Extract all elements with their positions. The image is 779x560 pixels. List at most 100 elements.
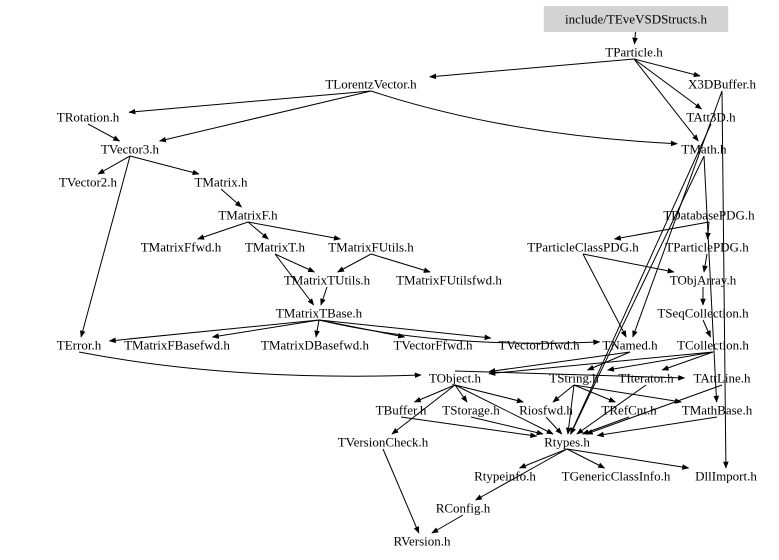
node-label: TGenericClassInfo.h [562, 469, 671, 484]
edge-tvector3-to-tvector2 [97, 155, 131, 175]
node-tobjarray[interactable]: TObjArray.h [670, 273, 737, 288]
node-label: TParticle.h [605, 45, 663, 60]
node-label: TStorage.h [442, 403, 500, 418]
node-tdbpdg[interactable]: TDatabasePDG.h [663, 208, 755, 223]
node-tmathbase[interactable]: TMathBase.h [682, 403, 753, 418]
node-label: TBuffer.h [376, 403, 427, 418]
edge-tmathbase-to-rtypes [596, 416, 718, 438]
node-tmtbase[interactable]: TMatrixTBase.h [276, 306, 363, 321]
node-label: TVector2.h [59, 175, 118, 190]
node-label: TLorentzVector.h [325, 77, 417, 92]
node-tseqcoll[interactable]: TSeqCollection.h [657, 306, 749, 321]
edge-tobject-to-tbuffer [413, 384, 456, 403]
edge-tnamed-to-tobject [488, 351, 631, 374]
node-rtypeinfo[interactable]: Rtypeinfo.h [474, 469, 536, 484]
node-tbuffer[interactable]: TBuffer.h [376, 403, 427, 418]
node-tvdfwd[interactable]: TVectorDfwd.h [498, 338, 580, 353]
node-tmatrixt[interactable]: TMatrixT.h [245, 240, 306, 255]
node-tmfutilsfwd[interactable]: TMatrixFUtilsfwd.h [396, 273, 502, 288]
node-x3d[interactable]: X3DBuffer.h [688, 77, 757, 92]
edge-tmath-to-rtypes [570, 155, 705, 435]
node-trotation[interactable]: TRotation.h [57, 110, 120, 125]
edge-tmfutils-to-tmfutilsfwd [370, 253, 431, 273]
edge-tmtutils-to-tmtbase [320, 286, 328, 306]
node-tatt3d[interactable]: TAtt3D.h [686, 110, 736, 125]
node-tvffwd[interactable]: TVectorFfwd.h [393, 338, 473, 353]
node-label: RVersion.h [393, 534, 451, 549]
node-tattline[interactable]: TAttLine.h [693, 371, 751, 386]
node-label: TCollection.h [677, 338, 749, 353]
node-tobject[interactable]: TObject.h [429, 371, 482, 386]
node-label: include/TEveVSDStructs.h [565, 12, 707, 27]
node-rtypes[interactable]: Rtypes.h [544, 435, 590, 450]
edge-tpclasspdg-to-tobjarray [582, 253, 675, 274]
edge-trotation-to-tvector3 [87, 123, 121, 142]
node-tvector2[interactable]: TVector2.h [59, 175, 118, 190]
node-label: TMatrix.h [194, 175, 248, 190]
node-tstring[interactable]: TString.h [549, 371, 599, 386]
edge-tobject-to-riosfwd [454, 384, 524, 404]
edge-terror-to-tobject [78, 351, 422, 379]
node-label: TParticleClassPDG.h [527, 240, 639, 255]
edge-tdbpdg-to-tpclasspdg [613, 221, 710, 241]
node-rconfig[interactable]: RConfig.h [436, 501, 491, 516]
node-tmath[interactable]: TMath.h [681, 142, 727, 157]
edge-tbuffer-to-rtypes [400, 416, 538, 439]
node-label: Riosfwd.h [519, 403, 573, 418]
node-titerator[interactable]: TIterator.h [618, 371, 674, 386]
edge-tmtbase-to-terror [108, 319, 320, 344]
edge-tparticle-to-tlorentz [429, 58, 635, 80]
node-tmatrix[interactable]: TMatrix.h [194, 175, 248, 190]
node-rversion[interactable]: RVersion.h [393, 534, 451, 549]
node-tcollection[interactable]: TCollection.h [677, 338, 749, 353]
edge-tmtbase-to-tmfbasefwd [211, 319, 320, 339]
edge-tmatrixf-to-tmatrixt [247, 221, 269, 240]
edge-rtypes-to-rconfig [474, 448, 568, 501]
node-tparticle[interactable]: TParticle.h [605, 45, 663, 60]
edge-tmtbase-to-tvdfwd [318, 319, 492, 341]
edge-tlorentz-to-trotation [128, 90, 372, 115]
node-label: TMatrixFBasefwd.h [124, 338, 230, 353]
node-label: TVectorDfwd.h [498, 338, 580, 353]
node-label: TError.h [57, 338, 102, 353]
node-label: TAtt3D.h [686, 110, 736, 125]
node-riosfwd[interactable]: Riosfwd.h [519, 403, 573, 418]
edge-tparticle-to-tmath [633, 58, 699, 142]
node-tmfbasefwd[interactable]: TMatrixFBasefwd.h [124, 338, 230, 353]
edge-tmath-to-tmathbase [703, 155, 720, 403]
node-vsd[interactable]: include/TEveVSDStructs.h [543, 6, 729, 32]
edge-tstring-to-riosfwd [552, 384, 575, 403]
edge-tlorentz-to-tvector3 [158, 90, 372, 143]
node-tpclasspdg[interactable]: TParticleClassPDG.h [527, 240, 639, 255]
node-tnamed[interactable]: TNamed.h [602, 338, 658, 353]
node-label: TRefCnt.h [601, 403, 657, 418]
node-tlorentz[interactable]: TLorentzVector.h [325, 77, 417, 92]
edge-tvector3-to-tmatrix [129, 155, 200, 176]
dependency-edges [78, 25, 729, 534]
edge-riosfwd-to-rtypes [545, 416, 563, 435]
node-label: TMatrixFfwd.h [141, 240, 222, 255]
edge-tmatrix-to-tmatrixf [220, 188, 242, 208]
node-tvector3[interactable]: TVector3.h [101, 142, 160, 157]
edge-titerator-to-rtypes [576, 384, 647, 435]
node-tgenericclassinfo[interactable]: TGenericClassInfo.h [562, 469, 671, 484]
node-label: TRotation.h [57, 110, 120, 125]
edge-trefcnt-to-rtypes [581, 416, 630, 435]
edge-tobject-to-tversioncheck [391, 384, 456, 435]
node-trefcnt[interactable]: TRefCnt.h [601, 403, 657, 418]
node-tmfutils[interactable]: TMatrixFUtils.h [328, 240, 414, 255]
node-tmatrixf[interactable]: TMatrixF.h [218, 208, 278, 223]
node-tstorage[interactable]: TStorage.h [442, 403, 500, 418]
node-tmdbasefwd[interactable]: TMatrixDBasefwd.h [261, 338, 369, 353]
node-tmffwd[interactable]: TMatrixFfwd.h [141, 240, 222, 255]
node-tmtutils[interactable]: TMatrixTUtils.h [284, 273, 371, 288]
edge-tvector3-to-terror [80, 155, 131, 338]
node-terror[interactable]: TError.h [57, 338, 102, 353]
node-tparticlepdg[interactable]: TParticlePDG.h [665, 240, 749, 255]
edge-tobject-to-tstorage [454, 384, 468, 403]
node-tversioncheck[interactable]: TVersionCheck.h [338, 435, 429, 450]
edge-tattline-to-rtypes [585, 384, 723, 435]
edge-tmatrixf-to-tmfutils [247, 221, 341, 241]
node-dllimport[interactable]: DllImport.h [695, 469, 757, 484]
edge-tpclasspdg-to-tnamed [582, 253, 627, 338]
